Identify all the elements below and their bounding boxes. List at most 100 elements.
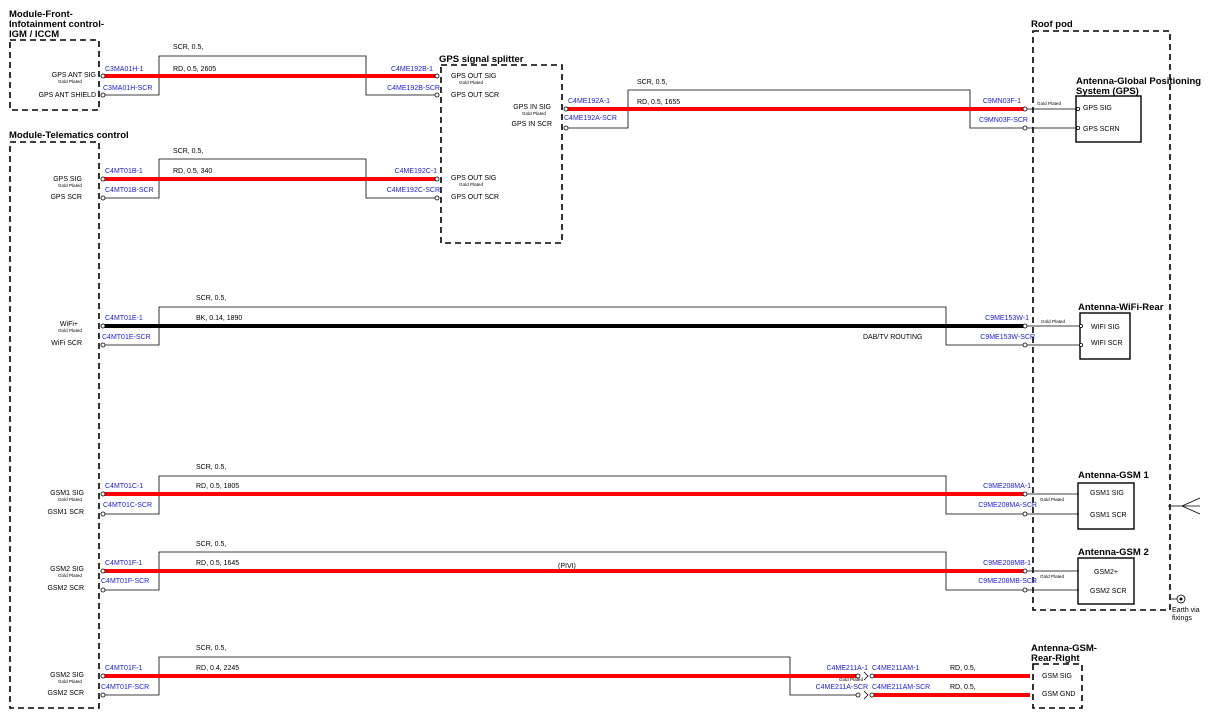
wire-7-inline-scr-b: C4ME211AM-SCR (872, 684, 930, 691)
wire-1-from-scr: C3MA01H-SCR (103, 85, 152, 92)
wire-7-inline-scr-a: C4ME211A-SCR (816, 684, 868, 691)
terminal (563, 125, 569, 131)
wire-5-scr-label: SCR, 0.5, (196, 464, 226, 471)
gps-splitter-box (440, 64, 563, 244)
terminal (1022, 587, 1028, 593)
gsm2-antenna-pin-sig: GSM2+ (1094, 569, 1118, 576)
wire-1-from-sig: C3MA01H-1 (105, 66, 144, 73)
wire-7-scr-label: SCR, 0.5, (196, 645, 226, 652)
wifi-antenna-box (1079, 312, 1131, 360)
wire-5: SCR, 0.5, RD, 0.5, 1805 C4MT01C-1 C4MT01… (100, 464, 1079, 517)
gsm1-antenna-title: Antenna-GSM 1 (1078, 470, 1149, 481)
wire-2-to-sig: C9MN03F-1 (983, 98, 1021, 105)
wire-5-to-scr: C9ME208MA-SCR (978, 502, 1037, 509)
wire-1-shield (103, 55, 437, 96)
inline-connector-icon (863, 671, 869, 681)
wire-6-scr-label: SCR, 0.5, (196, 541, 226, 548)
terminal (434, 195, 440, 201)
wire-1-sig-label: RD, 0.5, 2605 (173, 66, 216, 73)
terminal (434, 176, 440, 182)
telematics-pin-gsm2-note: Gold Plated (58, 573, 82, 578)
wire-1-scr-label: SCR, 0.5, (173, 44, 203, 51)
terminal (100, 342, 106, 348)
terminal (100, 587, 106, 593)
terminal (1079, 323, 1084, 328)
wire-4-to-scr: C9ME153W-SCR (980, 334, 1035, 341)
gps-antenna-title-line1: Antenna-Global Positioning (1076, 76, 1201, 87)
earth-icon (1171, 594, 1186, 604)
infotainment-title-line3: IGM / ICCM (9, 29, 59, 40)
wire-3-to-sig: C4ME192C-1 (395, 168, 438, 175)
earth-label-line2: fixings (1172, 615, 1192, 622)
antenna-icon (1168, 497, 1201, 515)
terminal (100, 491, 106, 497)
wire-4-shield (103, 306, 1081, 346)
wire-7-inline-gold-note: Gold Plated (839, 677, 863, 682)
wire-4: SCR, 0.5, BK, 0.14, 1890 DAB/TV ROUTING … (100, 295, 1084, 348)
terminal (1022, 511, 1028, 517)
terminal (434, 73, 440, 79)
infotainment-module-box (9, 39, 100, 111)
wifi-antenna-gold-note: Gold Plated (1041, 319, 1065, 324)
splitter-pin-in-scr: GPS IN SCR (512, 121, 552, 128)
wire-4-from-sig: C4MT01E-1 (105, 315, 143, 322)
splitter-pin-out2-sig: GPS OUT SIG (451, 175, 496, 182)
splitter-pin-out1-sig: GPS OUT SIG (451, 73, 496, 80)
wifi-antenna-pin-scr: WIFI SCR (1091, 340, 1123, 347)
terminal (563, 106, 569, 112)
gsm-rr-antenna-title-line1: Antenna-GSM- (1031, 643, 1097, 654)
telematics-pin-wifi-sig: WiFi+ (60, 321, 78, 328)
wire-1: SCR, 0.5, RD, 0.5, 2605 C3MA01H-1 C3MA01… (100, 44, 440, 98)
wire-2-from-scr: C4ME192A-SCR (564, 115, 617, 122)
gsm-rr-antenna-pin-sig: GSM SIG (1042, 673, 1072, 680)
wire-3-from-sig: C4MT01B-1 (105, 168, 143, 175)
splitter-pin-out1-note: Gold Plated (459, 80, 483, 85)
wire-1-to-sig: C4ME192B-1 (391, 66, 433, 73)
wire-6-sig-label: RD, 0.5, 1645 (196, 560, 239, 567)
wire-7-sig-label: RD, 0.4, 2245 (196, 665, 239, 672)
telematics-title: Module-Telematics control (9, 130, 129, 141)
wire-3-to-scr: C4ME192C-SCR (387, 187, 440, 194)
wire-5-from-sig: C4MT01C-1 (105, 483, 143, 490)
gps-antenna-pin-sig: GPS SIG (1083, 105, 1112, 112)
wire-5-to-sig: C9ME208MA-1 (983, 483, 1031, 490)
wire-6: SCR, 0.5, RD, 0.5, 1645 (PIVI) C4MT01F-1… (100, 541, 1079, 593)
gsm2-antenna-pin-scr: GSM2 SCR (1090, 588, 1127, 595)
gps-splitter-title: GPS signal splitter (439, 54, 524, 65)
wire-7-from-scr: C4MT01F-SCR (101, 684, 149, 691)
splitter-pin-out2-note: Gold Plated (459, 182, 483, 187)
telematics-pin-gps-note: Gold Plated (58, 183, 82, 188)
wire-6-shield (103, 551, 1079, 591)
telematics-pin-gsm2b-sig: GSM2 SIG (50, 672, 84, 679)
gsm1-antenna-gold-note: Gold Plated (1040, 497, 1064, 502)
gps-antenna-pin-scrn: GPS SCRN (1083, 126, 1120, 133)
telematics-pin-gsm1-note: Gold Plated (58, 497, 82, 502)
roof-pod-title: Roof pod (1031, 19, 1073, 30)
gps-antenna-gold-note: Gold Plated (1037, 101, 1061, 106)
wire-2-from-sig: C4ME192A-1 (568, 98, 610, 105)
gsm-rr-antenna-title-line2: Rear-Right (1031, 653, 1080, 664)
terminal (869, 673, 875, 679)
wire-6-from-scr: C4MT01F-SCR (101, 578, 149, 585)
wire-4-to-sig: C9ME153W-1 (985, 315, 1029, 322)
wire-2-sig-label: RD, 0.5, 1655 (637, 99, 680, 106)
wire-4-sig-label: BK, 0.14, 1890 (196, 315, 242, 322)
splitter-pin-in-sig: GPS IN SIG (513, 104, 551, 111)
gsm2-antenna-gold-note: Gold Plated (1040, 574, 1064, 579)
terminal (100, 176, 106, 182)
infotainment-title-line1: Module-Front- (9, 9, 73, 20)
terminal (869, 692, 875, 698)
wire-6-from-sig: C4MT01F-1 (105, 560, 142, 567)
gsm2-antenna-title: Antenna-GSM 2 (1078, 547, 1149, 558)
terminal (1076, 126, 1081, 131)
telematics-pin-gps-sig: GPS SIG (53, 176, 82, 183)
wire-5-from-scr: C4MT01C-SCR (103, 502, 152, 509)
terminal (855, 673, 861, 679)
terminal (100, 673, 106, 679)
wire-2: SCR, 0.5, RD, 0.5, 1655 C4ME192A-1 C4ME1… (563, 79, 1081, 131)
wire-3-from-scr: C4MT01B-SCR (105, 187, 154, 194)
splitter-pin-out2-scr: GPS OUT SCR (451, 194, 499, 201)
wire-7-tail-sig-label: RD, 0.5, (950, 665, 976, 672)
splitter-pin-out1-scr: GPS OUT SCR (451, 92, 499, 99)
roof-pod-box (1032, 30, 1171, 611)
